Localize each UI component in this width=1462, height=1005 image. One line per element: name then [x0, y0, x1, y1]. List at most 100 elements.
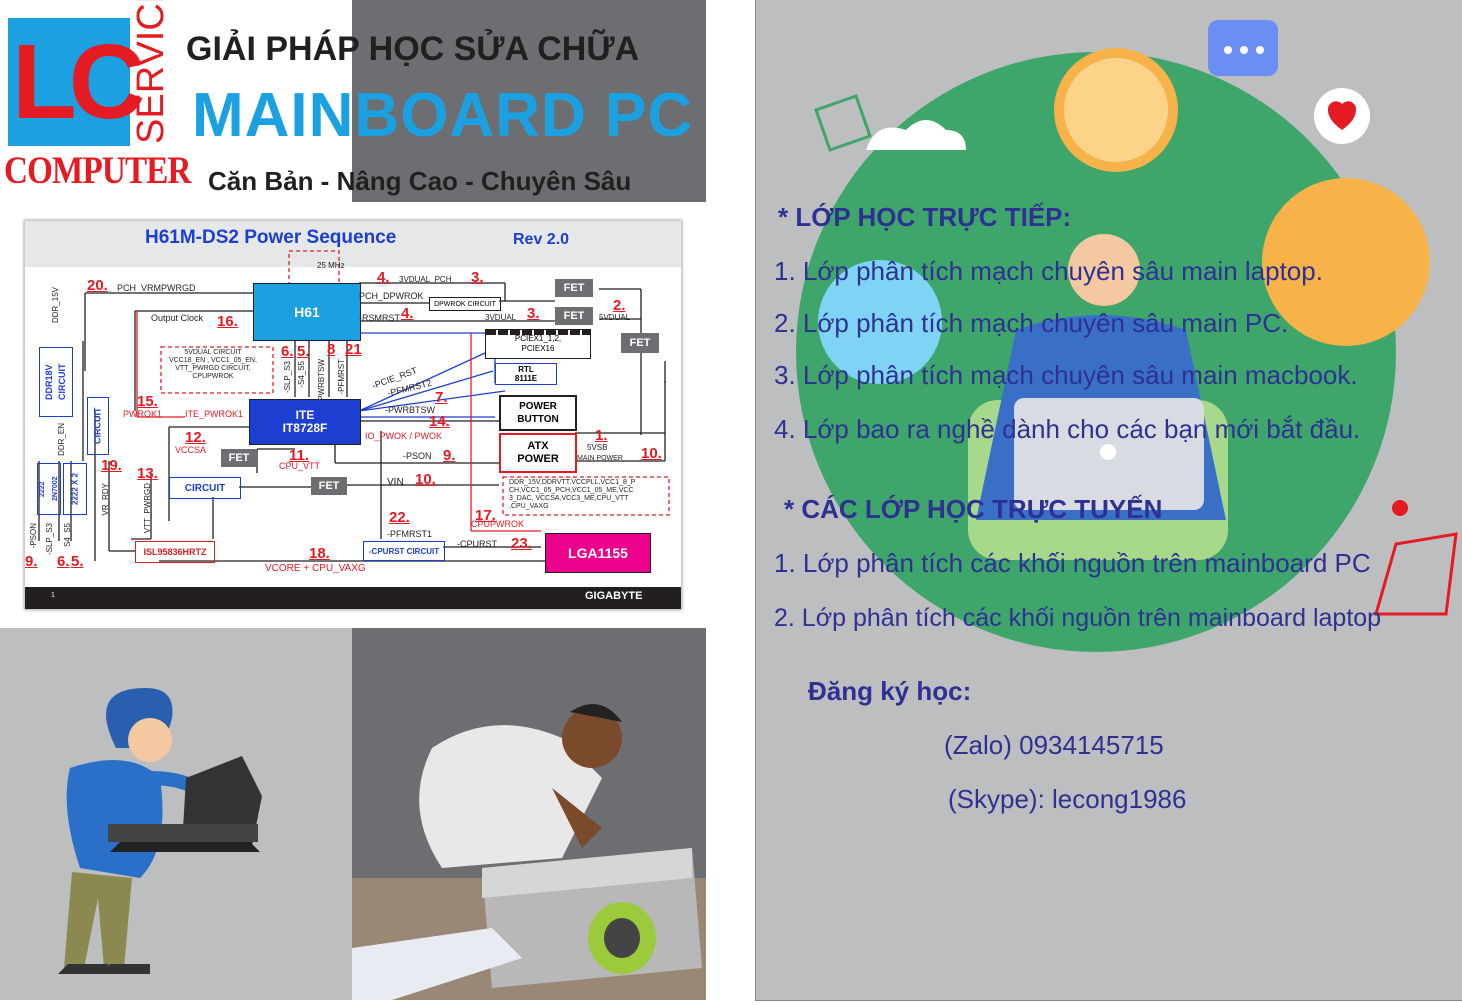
fet-2: FET	[555, 307, 593, 325]
step-3a: 3.	[471, 269, 484, 286]
step-6b: 6.	[57, 553, 70, 570]
online-classes-heading: * CÁC LỚP HỌC TRỰC TUYẾN	[784, 494, 1163, 524]
step-10b: 10.	[415, 471, 436, 488]
step-13: 13.	[137, 465, 158, 482]
label-pson: -PSON	[403, 451, 432, 461]
step-11: 11.	[289, 447, 310, 464]
label-rsmrst: -RSMRST	[359, 313, 400, 323]
step-14: 14.	[429, 413, 450, 430]
direct-class-item-3: 3. Lớp phân tích mạch chuyên sâu main ma…	[774, 360, 1358, 390]
diagram-wires	[25, 221, 681, 609]
pciex-slots: PCIEX1_1,2, PCIEX16	[485, 329, 591, 359]
label-3vdual-pch: 3VDUAL_PCH	[399, 275, 452, 284]
label-pwrbtsw: -PWRBTSW	[385, 405, 435, 415]
step-4a: 4.	[377, 269, 390, 286]
label-pch-vrmpwrgd: PCH_VRMPWRGD	[117, 283, 196, 293]
register-label: Đăng ký học:	[808, 676, 972, 706]
technician-cartoon-panel	[0, 628, 352, 1000]
label-pson-bottom: -PSON	[29, 523, 38, 549]
label-pwrok1: PWROK1	[123, 409, 163, 419]
left-poster-panel: LC SERVICE COMPUTER GIẢI PHÁP HỌC SỬA CH…	[0, 0, 706, 1000]
logo-service-text: SERVICE	[130, 0, 172, 144]
diagram-page: 1	[51, 592, 55, 599]
step-9a: 9.	[443, 447, 456, 464]
label-pfmrst-vertical: -PFMRST	[337, 359, 346, 395]
step-15: 15.	[137, 393, 158, 410]
label-slp-s3-bottom: -SLP_S3	[45, 523, 54, 556]
technician-photo-illustration	[352, 704, 706, 1000]
step-21: 21	[345, 341, 362, 358]
step-17: 17.	[475, 507, 496, 524]
label-cpu-vtt: CPU_VTT	[279, 461, 321, 471]
step-8: 8	[327, 341, 336, 358]
label-io-pwok: IO_PWOK / PWOK	[365, 431, 443, 441]
label-s4s5: -S4_S5	[297, 361, 306, 388]
step-10a: 10.	[641, 445, 662, 462]
label-s4s5-bottom: S4_S5	[63, 523, 72, 548]
ite-chip: ITE IT8728F	[249, 399, 361, 445]
step-20: 20.	[87, 277, 108, 294]
power-sequence-diagram: H61M-DS2 Power Sequence Rev 2.0 GIGABYTE…	[24, 220, 682, 610]
label-vccsa: VCCSA	[175, 445, 207, 455]
atx-power-box: ATX POWER	[499, 433, 577, 473]
step-3b: 3.	[527, 305, 540, 322]
dpwrok-circuit-box: DPWROK CIRCUIT	[429, 297, 501, 311]
step-6a: 6.	[281, 343, 294, 360]
fet-4: FET	[221, 449, 257, 467]
header-gray-block	[352, 0, 706, 202]
isl-chip: ISL95836HRTZ	[135, 541, 215, 563]
label-cpupwrok: CPUPWROK	[471, 519, 525, 529]
fet-5: FET	[311, 477, 347, 495]
ddr18v-circuit-box: DDR18V CIRCUIT	[39, 347, 73, 417]
fet-1: FET	[555, 279, 593, 297]
step-7: 7.	[435, 389, 448, 406]
rtl-chip: RTL 8111E	[495, 363, 557, 385]
title-line-1: GIẢI PHÁP HỌC SỬA CHỮA	[186, 30, 640, 68]
circuit-box: CIRCUIT	[169, 477, 241, 499]
logo-lc-text: LC	[12, 23, 145, 141]
step-9b: 9.	[25, 553, 38, 570]
diagram-title: H61M-DS2 Power Sequence	[145, 227, 397, 248]
skype-contact[interactable]: (Skype): lecong1986	[948, 784, 1187, 814]
zalo-contact[interactable]: (Zalo) 0934145715	[944, 730, 1164, 760]
technician-photo-panel	[352, 628, 706, 1000]
label-5vdual: 5VDUAL	[599, 313, 631, 322]
step-18: 18.	[309, 545, 330, 562]
label-cpurst: -CPURST	[457, 539, 497, 549]
step-1: 1.	[595, 427, 608, 444]
label-vr-rdy: VR_RDY	[101, 483, 110, 516]
right-poster-panel: * LỚP HỌC TRỰC TIẾP: 1. Lớp phân tích mạ…	[755, 0, 1462, 1001]
diagram-brand: GIGABYTE	[585, 590, 643, 602]
step-5a: 5.	[297, 343, 310, 360]
lga1155-socket: LGA1155	[545, 533, 651, 573]
online-class-item-2: 2. Lớp phân tích các khối nguồn trên mai…	[774, 604, 1382, 632]
step-22: 22.	[389, 509, 410, 526]
label-pfmrst1: -PFMRST1	[387, 529, 432, 539]
step-12: 12.	[185, 429, 206, 446]
direct-classes-heading: * LỚP HỌC TRỰC TIẾP:	[778, 202, 1072, 232]
logo-lc-background	[8, 18, 130, 146]
direct-class-item-4: 4. Lớp bao ra nghề dành cho các bạn mới …	[774, 414, 1361, 444]
label-ddr-15v: DDR_15V	[51, 287, 60, 324]
label-vtt-pwrgd: VTT_PWRGD	[143, 483, 152, 534]
h61-chip: H61	[253, 283, 361, 341]
diagram-rev: Rev 2.0	[513, 231, 570, 248]
step-23: 23.	[511, 535, 532, 552]
background-illustration	[796, 20, 1458, 652]
title-line-2: MAINBOARD PC	[192, 81, 694, 150]
step-4b: 4.	[401, 305, 414, 322]
label-vcore: VCORE + CPU_VAXG	[265, 563, 366, 574]
power-button-box: POWER BUTTON	[499, 395, 577, 431]
fet-3: FET	[621, 333, 659, 353]
circuit-vertical-box: CIRCUIT	[87, 397, 109, 455]
step-5b: 5.	[71, 553, 84, 570]
step-16: 16.	[217, 313, 238, 330]
label-output-clock: Output Clock	[151, 313, 204, 323]
label-5vdual-circuit: 5VDUAL CIRCUIT VCC18_EN , VCC1_05_EN, VT…	[169, 349, 257, 380]
label-25mhz: 25 MHz	[317, 261, 345, 270]
direct-class-item-1: 1. Lớp phân tích mạch chuyên sâu main la…	[774, 256, 1323, 286]
label-pch-dpwrok: PCH_DPWROK	[359, 291, 424, 301]
online-class-item-1: 1. Lớp phân tích các khối nguồn trên mai…	[774, 548, 1371, 578]
mosfet-2222x2-box: 2222 X 2	[63, 463, 87, 515]
label-pwrbtsw-vertical: PWRBTSW	[317, 359, 326, 401]
